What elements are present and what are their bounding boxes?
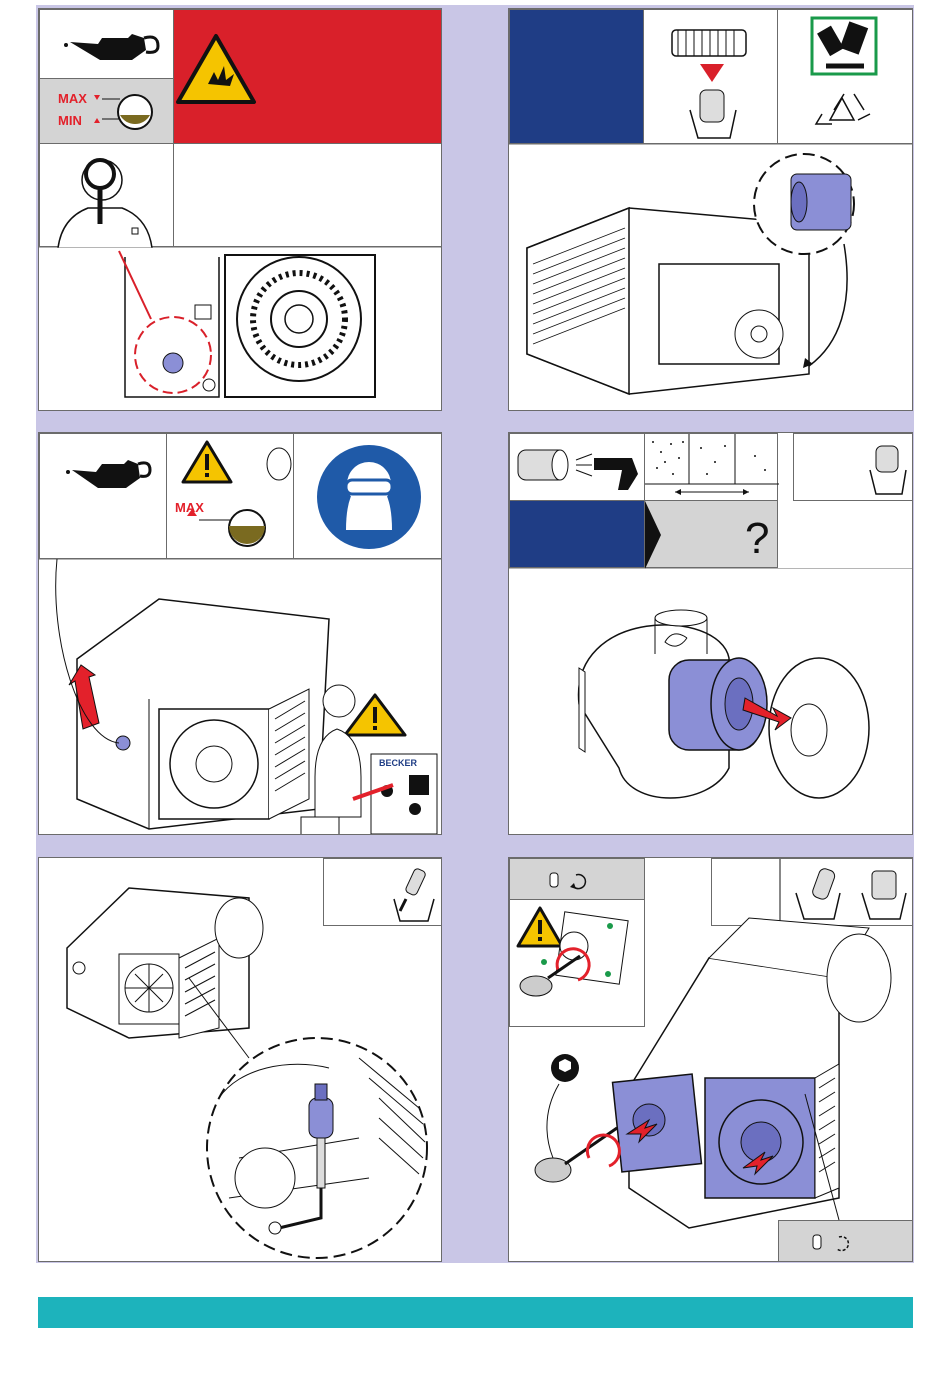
- pump-exhaust-filter-illustration: [509, 144, 913, 411]
- oil-sightglass-detail-illustration: [39, 247, 442, 411]
- compressed-air-gun-icon: [510, 434, 646, 502]
- footer-bar: [38, 1297, 913, 1328]
- safety-goggles-icon: [294, 434, 442, 560]
- min-label: MIN: [58, 113, 82, 128]
- panel-float-valve: [38, 857, 442, 1262]
- max-label: MAX: [58, 91, 87, 106]
- inspection-text-cell: [173, 143, 442, 247]
- filter-cartridge-icon: [794, 434, 913, 502]
- panel-exhaust-filter-replace: [508, 8, 913, 411]
- oil-can-cell: [39, 433, 167, 559]
- filter-waste-cell: [793, 433, 913, 501]
- filter-to-waste-cell: [643, 9, 778, 144]
- filter-cartridge-icon: [644, 10, 779, 145]
- panel-inlet-filter-clean: ?: [508, 432, 913, 835]
- panel-cover-removal: [508, 857, 913, 1262]
- question-cell: ?: [644, 500, 778, 568]
- panel-oil-fill: MAX BECKER: [38, 432, 442, 835]
- oil-level-sightglass-icon: MAX: [167, 434, 295, 560]
- navy-info-cell: [509, 500, 645, 568]
- inspector-cell: [39, 143, 174, 247]
- oil-level-sightglass-icon: MAX MIN: [40, 79, 175, 145]
- max-level-cell: MAX: [166, 433, 294, 559]
- oil-can-icon: [40, 10, 175, 80]
- panel-oil-level-check: MAX MIN: [38, 8, 442, 411]
- pump-float-valve-illustration: [39, 858, 442, 1262]
- recycle-icon: [778, 10, 913, 145]
- explosion-warning-icon: [174, 10, 442, 145]
- particle-grid-icon: [645, 434, 779, 502]
- explosion-warning-cell: [173, 9, 442, 144]
- goggles-cell: [293, 433, 442, 559]
- pump-oil-fill-illustration: BECKER: [39, 559, 442, 835]
- pump-cover-removal-illustration: [509, 858, 913, 1262]
- becker-logo-text: BECKER: [379, 758, 418, 768]
- recycle-cell: [777, 9, 913, 144]
- sightglass-cell: MAX MIN: [39, 78, 174, 144]
- navy-header-cell: [509, 9, 644, 144]
- particle-grid-cell: [644, 433, 778, 501]
- question-mark: ?: [745, 514, 769, 563]
- inlet-filter-removal-illustration: [509, 568, 913, 835]
- oil-can-icon: [40, 434, 168, 560]
- oil-can-cell: [39, 9, 174, 79]
- air-gun-cell: [509, 433, 645, 501]
- question-icon: ?: [645, 501, 779, 569]
- inspector-magnifier-icon: [40, 144, 175, 248]
